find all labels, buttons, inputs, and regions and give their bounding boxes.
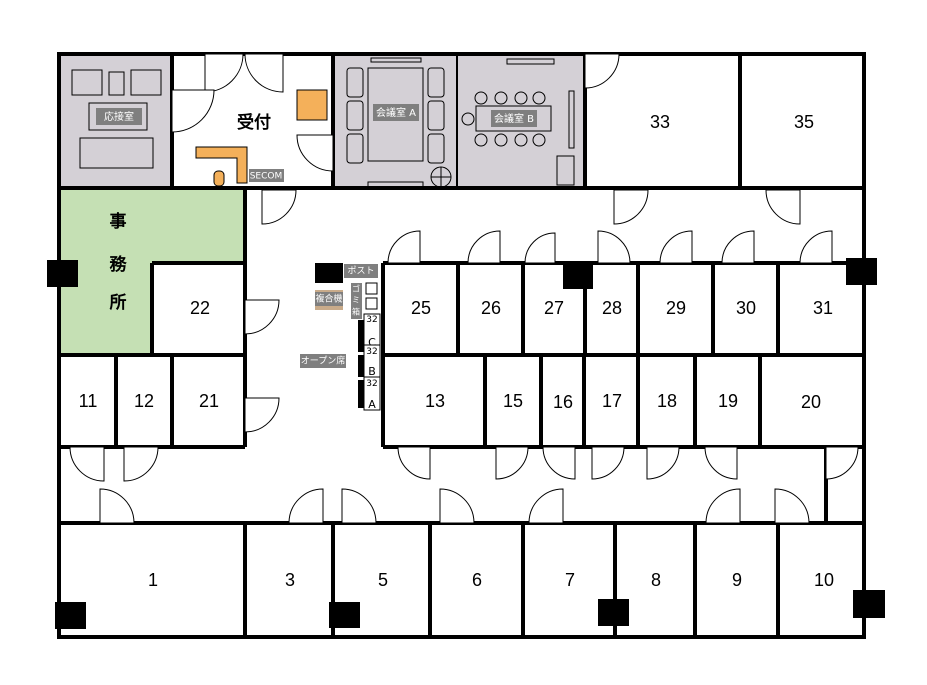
room-12[interactable]: 12 [134,391,154,411]
room-3[interactable]: 3 [285,570,295,590]
secom-label: SECOM [250,172,283,182]
trash-label-3: 箱 [352,307,360,317]
office-label-1: 事 [110,212,127,232]
walls [57,52,866,639]
post-box [315,263,343,283]
room-35[interactable]: 35 [794,112,814,132]
copier-label: 複合機 [315,293,342,305]
door-13 [591,446,625,480]
door-24 [705,488,741,524]
door-19 [99,488,135,524]
door-1 [613,189,649,225]
room-26[interactable]: 26 [481,298,501,318]
door-6 [597,230,631,264]
room-1[interactable]: 1 [148,570,158,590]
locker-32a-letter: A [368,398,376,411]
door-28 [204,53,244,93]
door-22 [439,488,475,524]
room-21[interactable]: 21 [199,391,219,411]
room-19[interactable]: 19 [718,391,738,411]
door-0 [261,189,297,225]
door-10 [397,446,431,480]
door-8 [721,230,755,264]
furniture [71,57,575,310]
room-31[interactable]: 31 [813,298,833,318]
locker-32b-num: 32 [366,347,377,357]
room-13[interactable]: 13 [425,391,445,411]
door-12 [542,446,576,480]
locker-32a-num: 32 [366,379,377,389]
door-20 [288,488,324,524]
door-30 [171,89,215,133]
room-20[interactable]: 20 [801,392,821,412]
room-17[interactable]: 17 [602,391,622,411]
room-11[interactable]: 11 [79,391,98,411]
room-28[interactable]: 28 [602,298,622,318]
locker-32c-letter: C [368,336,376,349]
door-4 [467,230,501,264]
door-11 [495,446,529,480]
door-16 [825,446,859,480]
room-numbers: 33 35 22 25 26 27 28 29 30 31 11 12 21 1… [79,112,834,590]
post-label: ポスト [347,266,374,277]
open-seat-label: オープン席 [301,355,345,367]
locker-32c-num: 32 [366,315,377,325]
trash-label-2: ミ [352,296,360,305]
door-9 [799,230,833,264]
doors [69,53,859,524]
door-2 [765,189,801,225]
room-22[interactable]: 22 [190,298,210,318]
door-32 [584,53,620,89]
room-29[interactable]: 29 [666,298,686,318]
locker-32b-letter: B [368,365,376,378]
door-23 [528,488,564,524]
reception-label: 受付 [237,112,271,133]
room-9[interactable]: 9 [732,570,742,590]
room-5[interactable]: 5 [378,570,388,590]
room-15[interactable]: 15 [503,391,523,411]
door-27 [244,397,280,433]
office-label-3: 所 [110,293,127,313]
meeting-room-b-label: 会議室 B [494,112,534,125]
reception-room-label: 応接室 [104,110,134,123]
trash-label-1: ゴ [352,284,360,294]
office-label-2: 務 [110,254,128,275]
door-26 [244,299,280,335]
locker-base [358,320,364,352]
labels: 応接室 会議室 A 会議室 B 受付 SECOM 事 務 所 ポスト 複合機 ゴ… [96,104,537,411]
meeting-room-a-label: 会議室 A [376,106,416,119]
door-21 [341,488,377,524]
locker-32a[interactable]: 32 A [363,376,381,411]
room-18[interactable]: 18 [657,391,677,411]
door-7 [659,230,693,264]
room-6[interactable]: 6 [472,570,482,590]
door-3 [387,230,421,264]
room-16[interactable]: 16 [553,392,573,412]
room-10[interactable]: 10 [814,570,834,590]
room-8[interactable]: 8 [651,570,661,590]
room-7[interactable]: 7 [565,570,575,590]
door-5 [524,232,556,264]
door-31 [296,134,334,172]
locker-base [358,355,364,377]
door-17 [69,446,105,482]
room-27[interactable]: 27 [544,298,564,318]
room-30[interactable]: 30 [736,298,756,318]
room-25[interactable]: 25 [411,298,431,318]
locker-base [358,380,364,408]
room-33[interactable]: 33 [650,112,670,132]
door-18 [123,446,159,482]
door-15 [704,446,738,480]
door-25 [774,488,810,524]
pillars [47,258,885,629]
locker-32b[interactable]: 32 B [363,344,381,378]
door-29 [244,53,284,93]
door-14 [646,446,680,480]
